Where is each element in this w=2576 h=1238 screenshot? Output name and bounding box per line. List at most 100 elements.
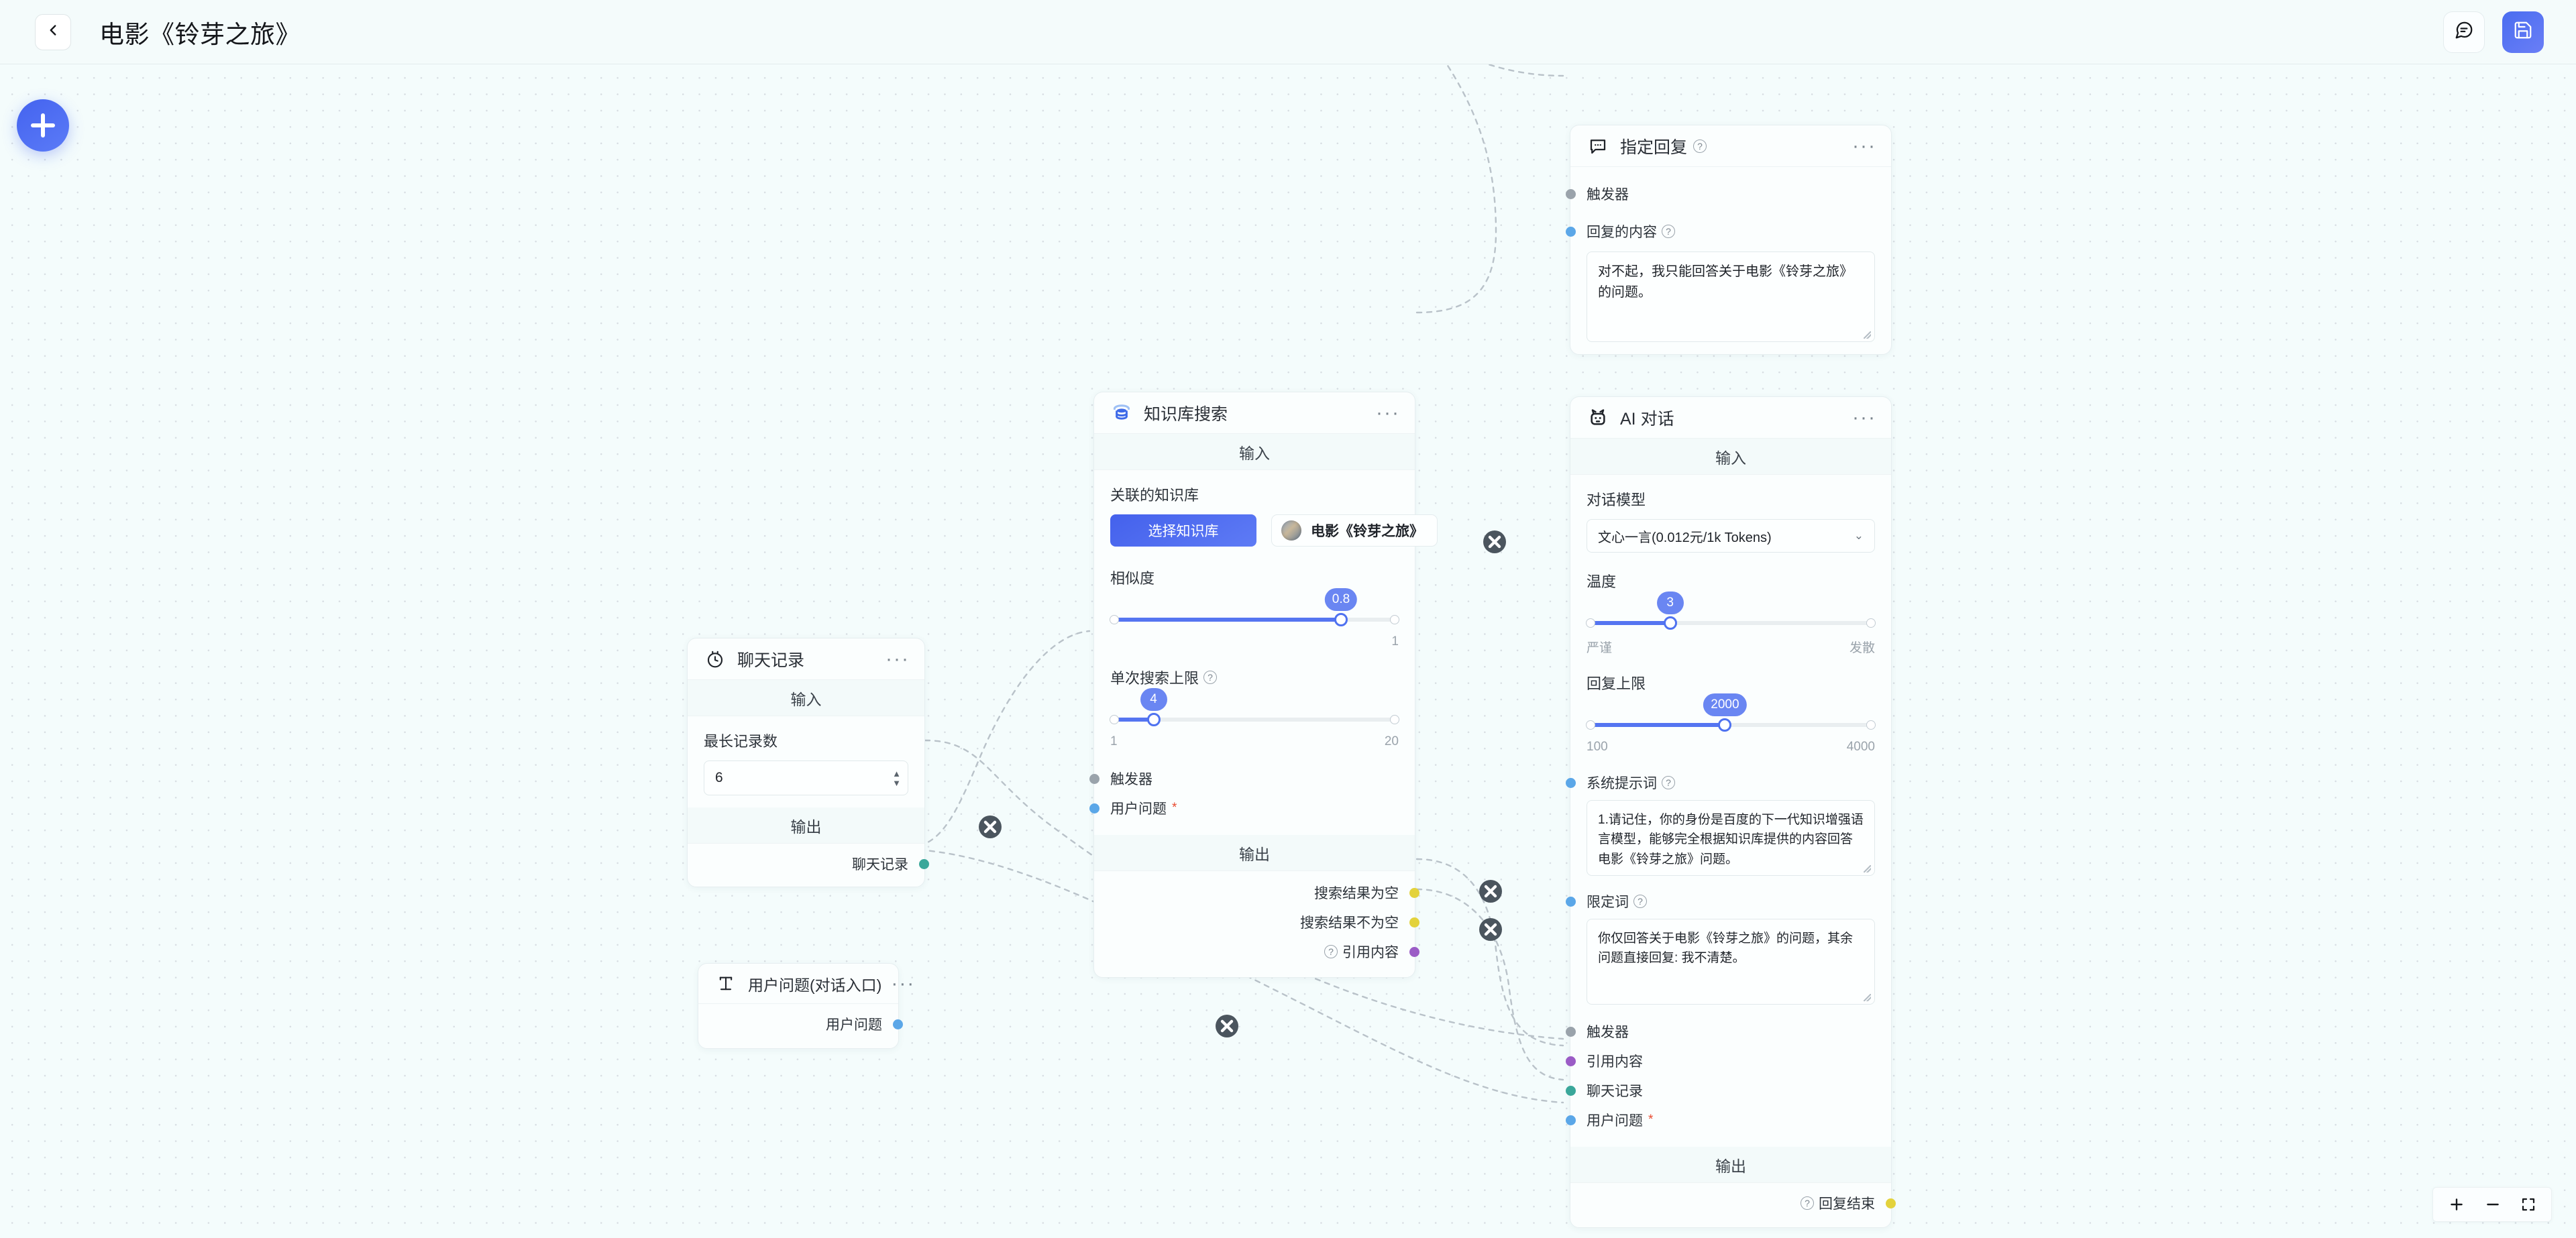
port-dot[interactable] [1566,896,1576,907]
select-kb-button[interactable]: 选择知识库 [1110,514,1256,547]
edge-delete-button[interactable] [1479,918,1502,941]
edge-delete-button[interactable] [1216,1015,1238,1037]
node-menu-button[interactable]: ··· [1852,406,1876,429]
port-in-system-prompt[interactable]: 系统提示词 ? [1566,768,1875,797]
fit-screen-icon[interactable] [2520,1196,2536,1213]
port-out-reply-done[interactable]: ? 回复结束 [1587,1188,1896,1218]
section-input-label: 输入 [1094,434,1415,470]
node-header[interactable]: 聊天记录 ··· [688,638,924,680]
help-icon[interactable]: ? [1801,1196,1814,1210]
port-dot[interactable] [1566,1056,1576,1066]
temperature-slider[interactable]: 3 [1586,592,1876,632]
slider-fill [1110,718,1154,722]
node-menu-button[interactable]: ··· [891,972,916,995]
node-header[interactable]: 用户问题(对话入口) ··· [698,964,914,1004]
slider-knob[interactable] [1146,713,1161,726]
node-title: 用户问题(对话入口) [748,976,882,994]
port-dot[interactable] [1566,1085,1576,1096]
max-records-value: 6 [715,770,723,785]
required-marker: * [1172,801,1177,815]
node-header[interactable]: 指定回复 ? ··· [1570,125,1891,167]
port-dot[interactable] [1566,777,1576,788]
max-records-stepper[interactable]: 6 ▲ ▼ [704,761,908,795]
stepper-arrows[interactable]: ▲ ▼ [892,768,901,788]
port-in-reply-content[interactable]: 回复的内容 ? [1566,217,1875,246]
port-in-user-question[interactable]: 用户问题* [1089,793,1399,823]
reply-content-textarea[interactable]: 对不起，我只能回答关于电影《铃芽之旅》的问题。 [1587,251,1875,342]
port-in-quote-content[interactable]: 引用内容 [1566,1046,1875,1076]
slider-min-dot [1110,715,1119,724]
reply-limit-slider[interactable]: 2000 [1586,693,1876,734]
port-dot[interactable] [893,1019,903,1029]
port-dot[interactable] [1409,917,1419,927]
stepper-down-icon[interactable]: ▼ [892,777,901,788]
node-menu-button[interactable]: ··· [1852,134,1876,157]
port-dot[interactable] [1566,1115,1576,1125]
chevron-down-icon[interactable]: ⌄ [1854,529,1864,542]
node-ai-chat[interactable]: AI 对话 ··· 输入 对话模型 文心一言(0.012元/1k Tokens)… [1566,396,1896,1228]
search-limit-slider[interactable]: 4 [1110,688,1399,728]
port-in-trigger[interactable]: 触发器 [1566,179,1875,209]
help-icon[interactable]: ? [1662,776,1675,789]
port-dot[interactable] [1409,946,1419,957]
slider-min-dot [1586,720,1595,730]
port-dot[interactable] [919,858,929,869]
help-icon[interactable]: ? [1324,945,1338,958]
node-header[interactable]: 知识库搜索 ··· [1094,392,1415,434]
port-in-user-question[interactable]: 用户问题* [1566,1105,1875,1135]
port-in-trigger[interactable]: 触发器 [1089,764,1399,793]
slider-knob[interactable] [1718,718,1732,732]
slider-knob[interactable] [1334,613,1348,626]
similarity-slider[interactable]: 0.8 [1110,588,1399,628]
zoom-controls[interactable] [2432,1187,2552,1222]
reply-limit-min: 100 [1587,740,1608,754]
kb-chip[interactable]: 电影《铃芽之旅》 [1271,514,1438,547]
zoom-in-button[interactable] [2448,1196,2465,1213]
workflow-canvas[interactable]: 聊天记录 ··· 输入 最长记录数 6 ▲ ▼ 输出 聊天记录 [0,64,2576,1238]
node-header[interactable]: AI 对话 ··· [1570,397,1891,439]
port-dot[interactable] [1566,226,1576,237]
slider-max-dot [1866,618,1876,628]
port-in-qualifier[interactable]: 限定词 ? [1566,887,1875,916]
search-limit-text: 单次搜索上限 [1110,670,1199,687]
slider-fill [1110,618,1341,622]
port-in-trigger[interactable]: 触发器 [1566,1017,1875,1046]
comment-button[interactable] [2443,11,2485,53]
node-user-question-entry[interactable]: 用户问题(对话入口) ··· 用户问题 [698,963,914,1049]
add-node-button[interactable] [17,99,69,152]
port-dot[interactable] [1089,773,1099,784]
port-dot[interactable] [1566,1026,1576,1037]
back-button[interactable] [35,13,71,50]
port-out-empty-result[interactable]: 搜索结果为空 [1110,878,1419,907]
node-outputs: 聊天记录 [688,844,929,887]
qualifier-textarea[interactable]: 你仅回答关于电影《铃芽之旅》的问题，其余问题直接回复: 我不清楚。 [1587,919,1875,1005]
system-prompt-textarea[interactable]: 1.请记住，你的身份是百度的下一代知识增强语言模型，能够完全根据知识库提供的内容… [1587,800,1875,876]
port-out-chat-history[interactable]: 聊天记录 [704,849,929,879]
port-dot[interactable] [1409,887,1419,898]
node-menu-button[interactable]: ··· [1376,401,1400,424]
port-dot[interactable] [1886,1198,1896,1208]
node-menu-button[interactable]: ··· [885,647,910,670]
edge-delete-button[interactable] [1479,880,1502,903]
save-button[interactable] [2502,11,2544,53]
edge-delete-button[interactable] [1483,530,1506,553]
port-label-text: 系统提示词 [1587,776,1657,791]
stepper-up-icon[interactable]: ▲ [892,768,901,779]
node-kb-search[interactable]: 知识库搜索 ··· 输入 关联的知识库 选择知识库 电影《铃芽之旅》 相似度 0… [1089,392,1438,978]
slider-knob[interactable] [1663,616,1677,630]
port-in-chat-history[interactable]: 聊天记录 [1566,1076,1875,1105]
port-dot[interactable] [1089,803,1099,813]
edge-delete-button[interactable] [979,815,1002,838]
port-out-quote-content[interactable]: ? 引用内容 [1110,937,1419,966]
help-icon[interactable]: ? [1633,895,1647,908]
port-out-user-question[interactable]: 用户问题 [714,1009,903,1039]
node-fixed-reply[interactable]: 指定回复 ? ··· 触发器 回复的内容 ? 对不起，我只能回答关于电影《铃芽之… [1566,125,1892,355]
port-dot[interactable] [1566,188,1576,199]
help-icon[interactable]: ? [1693,139,1707,153]
model-select[interactable]: 文心一言(0.012元/1k Tokens) ⌄ [1587,519,1875,553]
help-icon[interactable]: ? [1662,225,1675,238]
zoom-out-button[interactable] [2484,1196,2502,1213]
port-out-nonempty-result[interactable]: 搜索结果不为空 [1110,907,1419,937]
help-icon[interactable]: ? [1203,671,1218,684]
node-chat-history[interactable]: 聊天记录 ··· 输入 最长记录数 6 ▲ ▼ 输出 聊天记录 [687,638,929,887]
